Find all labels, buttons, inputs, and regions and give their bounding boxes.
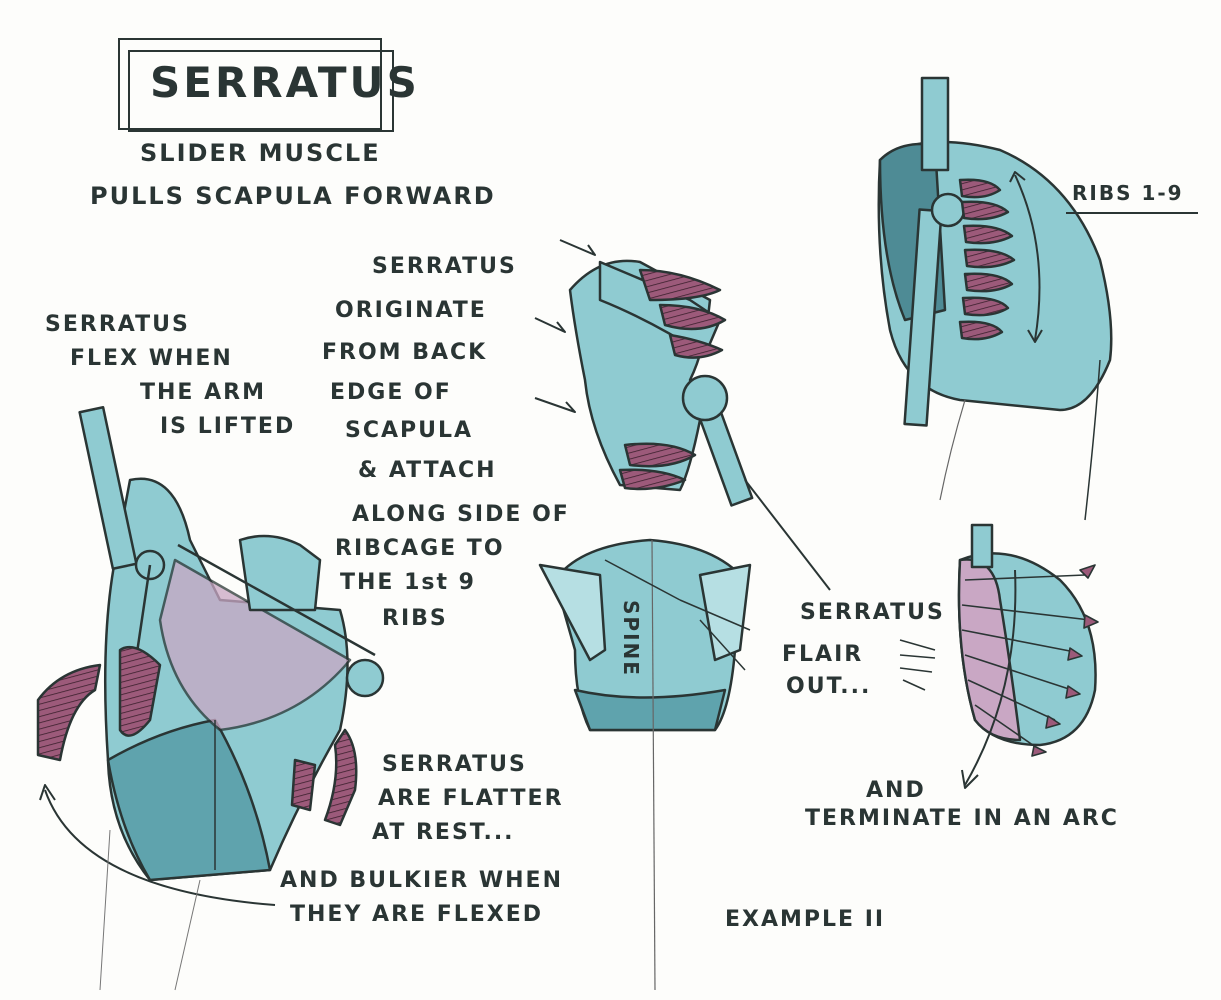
figure-back-view [540,540,750,990]
ribs-underline [1066,212,1198,214]
note-origin-line: FROM BACK [322,340,487,365]
page-title: SERRATUS [150,58,420,107]
note-terminate-line: AND [866,778,926,803]
note-along-line: RIBCAGE TO [335,536,505,561]
note-rest-line: ARE FLATTER [378,786,564,811]
note-flair-line: OUT... [786,674,871,699]
note-along-line: ALONG SIDE OF [352,502,570,527]
figure-scapula-side [535,240,830,590]
note-along-line: THE 1st 9 [340,570,476,595]
figure-ribs-front [879,78,1112,520]
figure-ribcage-arc [900,525,1098,788]
note-ribs-range: RIBS 1-9 [1072,182,1184,205]
note-flex-line: THE ARM [140,380,266,405]
note-along-line: RIBS [382,606,448,631]
note-origin-line: & ATTACH [358,458,497,483]
note-origin-line: ORIGINATE [335,298,487,323]
note-rest-line: SERRATUS [382,752,527,777]
note-bulkier-line: THEY ARE FLEXED [290,902,543,927]
subtitle-line-2: PULLS SCAPULA FORWARD [90,183,496,211]
note-flair-line: SERRATUS [800,600,945,625]
note-flair-line: FLAIR [782,642,863,667]
subtitle-line-1: SLIDER MUSCLE [140,140,381,168]
note-origin-line: SERRATUS [372,254,517,279]
note-flex-line: IS LIFTED [160,414,295,439]
example-label: EXAMPLE II [725,907,885,932]
note-bulkier-line: AND BULKIER WHEN [280,868,563,893]
note-terminate-line: TERMINATE IN AN ARC [805,806,1119,831]
note-flex-line: FLEX WHEN [70,346,233,371]
note-origin-line: EDGE OF [330,380,452,405]
note-rest-line: AT REST... [372,820,515,845]
note-spine: SPINE [619,600,642,677]
note-flex-line: SERRATUS [45,312,190,337]
note-origin-line: SCAPULA [345,418,473,443]
